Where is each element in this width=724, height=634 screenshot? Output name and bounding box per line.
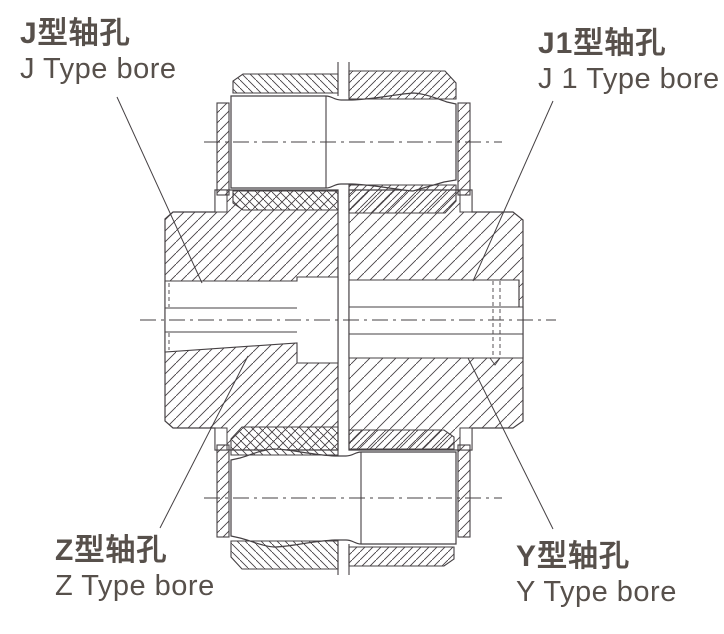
bottom-pin-sleeve-right-upper — [348, 429, 455, 450]
left-bore-j-z — [164, 276, 339, 364]
top-pin-sleeve-left-upper — [232, 73, 339, 94]
top-pin-sleeve-right-lower — [348, 184, 457, 214]
z-leader-line — [159, 355, 249, 529]
bottom-pin-sleeve-left-lower — [230, 540, 339, 570]
top-pin-washer-left — [216, 102, 230, 196]
j1-type-bore-label-zh: J1型轴孔 — [538, 27, 667, 60]
j1-type-bore-label: J1型轴孔 J 1 Type bore — [538, 27, 720, 96]
leader-lines — [116, 96, 554, 530]
j-leader-line — [116, 96, 203, 284]
j-type-bore-label-en: J Type bore — [20, 53, 177, 86]
z-type-bore-label-zh: Z型轴孔 — [55, 534, 168, 567]
bottom-pin-washer-left — [216, 444, 230, 538]
y-type-bore-label-zh: Y型轴孔 — [516, 540, 631, 573]
z-type-bore-label-en: Z Type bore — [55, 570, 215, 603]
bottom-pin-sleeve-right-lower — [348, 546, 455, 567]
bottom-pin-sleeve-left-upper — [230, 426, 339, 456]
top-pin-sleeve-left-lower — [232, 190, 339, 211]
bottom-pin-assembly — [216, 426, 471, 570]
z-type-bore-label: Z型轴孔 Z Type bore — [55, 534, 215, 603]
right-bore-j1-y — [348, 279, 524, 366]
j-type-bore-label: J型轴孔 J Type bore — [20, 17, 177, 86]
bottom-pin-washer-right — [457, 444, 471, 538]
centerlines — [140, 141, 556, 499]
top-pin-washer-right — [457, 102, 471, 196]
y-type-bore-label-en: Y Type bore — [516, 576, 677, 609]
y-leader-line — [467, 357, 554, 530]
y-type-bore-label: Y型轴孔 Y Type bore — [516, 540, 677, 609]
top-pin-sleeve-right-upper — [348, 70, 457, 100]
j-type-bore-label-zh: J型轴孔 — [20, 17, 131, 50]
j1-leader-line — [472, 100, 554, 282]
j1-type-bore-label-en: J 1 Type bore — [538, 63, 720, 96]
